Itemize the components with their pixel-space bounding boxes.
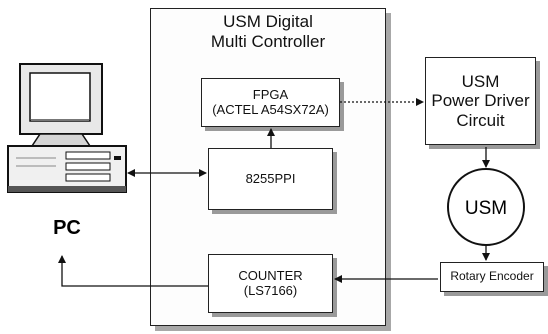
pc-computer-icon bbox=[8, 64, 126, 192]
usm-motor-label: USM bbox=[465, 198, 507, 219]
pc-label: PC bbox=[53, 217, 81, 239]
counter-pc-arrow bbox=[62, 256, 208, 286]
